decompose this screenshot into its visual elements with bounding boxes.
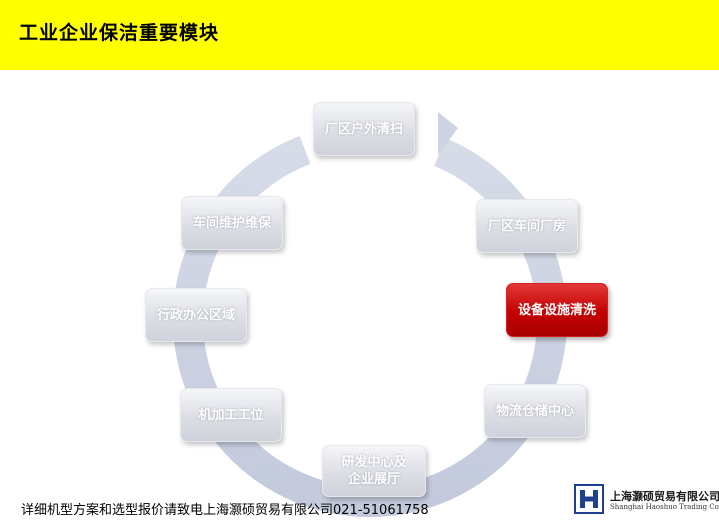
contact-text: 详细机型方案和选型报价请致电上海灏硕贸易有限公司021-51061758: [21, 503, 429, 518]
cycle-arrow-head: [438, 112, 458, 155]
node-workshop-building[interactable]: 厂区车间厂房: [476, 199, 578, 253]
company-logo-icon: [574, 484, 604, 514]
node-outdoor-cleaning[interactable]: 厂区户外清扫: [313, 102, 415, 156]
cycle-ring-arc: [173, 136, 567, 517]
header-bar: 工业企业保洁重要模块: [0, 0, 719, 70]
node-machining-station[interactable]: 机加工工位: [180, 388, 282, 442]
page-title: 工业企业保洁重要模块: [19, 22, 220, 44]
node-rd-showroom[interactable]: 研发中心及企业展厅: [322, 445, 426, 497]
node-workshop-maintenance[interactable]: 车间维护维保: [181, 196, 283, 250]
node-logistics-warehouse[interactable]: 物流仓储中心: [484, 384, 586, 438]
company-name: 上海灏硕贸易有限公司: [610, 490, 719, 503]
node-equipment-cleaning[interactable]: 设备设施清洗: [506, 283, 608, 337]
company-name-en: Shanghai Haoshuo Trading Co., Ltd.: [610, 503, 719, 511]
node-admin-office[interactable]: 行政办公区域: [145, 288, 247, 342]
